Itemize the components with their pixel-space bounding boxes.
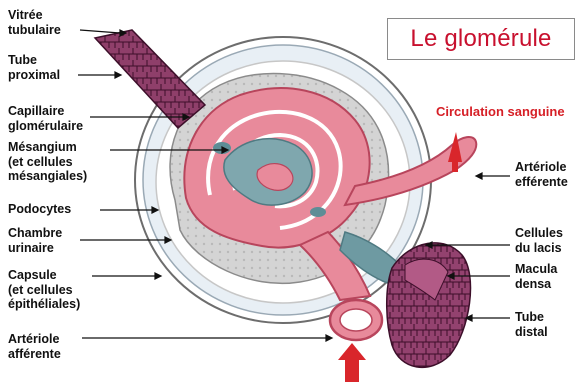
label-chambre-urinaire: Chambre urinaire xyxy=(8,226,62,255)
label-arteriole-afferente: Artériole afférente xyxy=(8,332,61,361)
label-arteriole-efferente: Artériole efférente xyxy=(515,160,568,189)
label-mesangium: Mésangium (et cellules mésangiales) xyxy=(8,140,87,184)
label-cellules-du-lacis: Cellules du lacis xyxy=(515,226,563,255)
title-box: Le glomérule xyxy=(387,18,575,60)
label-macula-densa: Macula densa xyxy=(515,262,557,291)
label-capsule: Capsule (et cellules épithéliales) xyxy=(8,268,80,312)
label-vitree-tubulaire: Vitrée tubulaire xyxy=(8,8,61,37)
label-tube-distal: Tube distal xyxy=(515,310,548,339)
circulation-arrow-bottom xyxy=(338,343,366,382)
circulation-label: Circulation sanguine xyxy=(436,104,565,119)
diagram-title: Le glomérule xyxy=(410,25,551,53)
label-podocytes: Podocytes xyxy=(8,202,71,217)
mesangial-cell-2 xyxy=(310,207,326,217)
label-tube-proximal: Tube proximal xyxy=(8,53,60,82)
afferent-lumen-inner xyxy=(340,309,372,331)
label-capillaire-glomerulaire: Capillaire glomérulaire xyxy=(8,104,83,133)
